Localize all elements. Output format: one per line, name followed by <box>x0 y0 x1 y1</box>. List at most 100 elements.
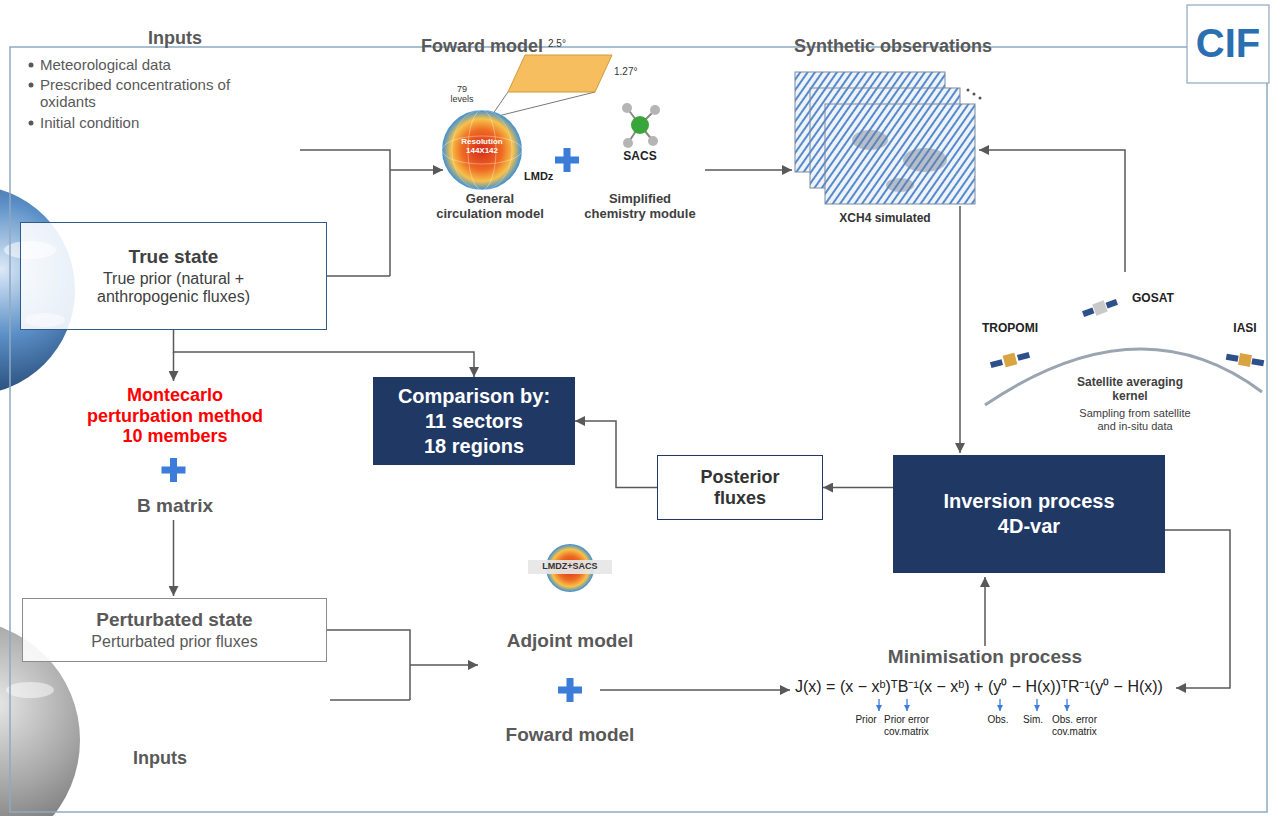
term-label: Obs. <box>987 714 1008 726</box>
group-heading: Inputs <box>148 28 202 49</box>
icon-caption: LMDZ+SACS <box>542 561 597 571</box>
component-label: XCH4 simulated <box>839 212 930 226</box>
component-label: Satellite averaging kernel <box>1074 376 1186 404</box>
group-heading: Synthetic observations <box>794 36 992 57</box>
term-label: Prior <box>855 714 876 726</box>
group-heading: Inputs <box>133 748 187 769</box>
group-heading: B matrix <box>137 495 213 517</box>
plus-symbol <box>558 678 582 702</box>
pointer-arrow <box>1066 699 1067 711</box>
term-label: Sim. <box>1023 714 1043 726</box>
satellite-name: TROPOMI <box>982 322 1038 336</box>
box-text: True prior (natural + anthropogenic flux… <box>71 270 276 307</box>
result-box: Comparison by:11 sectors18 regions <box>373 377 575 465</box>
more-dots <box>973 93 976 96</box>
flow-arrow <box>174 330 475 377</box>
satellite-icon <box>1017 352 1030 361</box>
flow-line <box>390 169 443 171</box>
satellite-icon <box>1081 296 1119 320</box>
list-item: Meteorological data <box>40 56 171 73</box>
adjoint-globe <box>528 544 612 592</box>
flow-line <box>327 275 390 277</box>
group-heading: Minimisation process <box>888 646 1082 668</box>
logo-frame <box>1187 5 1269 83</box>
satellite-name: GOSAT <box>1132 292 1174 306</box>
flow-line <box>600 689 790 691</box>
more-dots <box>967 89 982 100</box>
model-globe <box>452 110 512 190</box>
component-label: General circulation model <box>434 192 546 222</box>
observation-map <box>852 130 888 150</box>
satellite-icon <box>1106 299 1118 308</box>
flow-line <box>327 630 410 700</box>
box-heading: Perturbated state <box>96 609 252 631</box>
molecule-icon <box>650 105 660 115</box>
observation-map <box>886 178 914 192</box>
flow-arrow <box>823 487 893 489</box>
process-box: Inversion process4D-var <box>893 455 1165 573</box>
satellite-icon <box>989 349 1031 371</box>
flow-arrow <box>575 421 657 488</box>
observation-map <box>903 148 947 172</box>
bullet-dot <box>29 121 34 126</box>
box-heading: True state <box>129 246 219 268</box>
box-text: 18 regions <box>424 435 524 458</box>
group-heading: Foward model <box>421 36 543 57</box>
model-globe <box>442 136 522 164</box>
satellite-icon <box>1225 351 1265 369</box>
flow-line <box>330 699 410 701</box>
more-dots <box>967 89 970 92</box>
molecule-icon <box>623 138 633 148</box>
outer-frame <box>10 47 1267 812</box>
box-heading: Comparison by: <box>398 385 550 408</box>
state-box: Perturbated statePerturbated prior fluxe… <box>22 598 327 662</box>
satellite-icon <box>1082 308 1094 317</box>
earth-image-grey <box>6 682 54 698</box>
group-heading: Adjoint model <box>507 630 634 652</box>
model-globe <box>442 110 522 190</box>
icon-caption: LMDz <box>524 170 553 183</box>
icon-caption: Resolution 144X142 <box>454 137 510 155</box>
list-item: Prescribed concentrations of oxidants <box>40 76 280 111</box>
plus-symbol <box>555 148 579 172</box>
state-box: True stateTrue prior (natural + anthropo… <box>20 222 327 330</box>
term-label: Obs. error cov.matrix <box>1052 714 1110 737</box>
box-text: 11 sectors <box>425 410 523 433</box>
term-label: Prior error cov.matrix <box>884 714 942 737</box>
orbit-arc <box>985 349 1262 405</box>
dimension-label: 1.27° <box>614 66 637 78</box>
box-text: Perturbated prior fluxes <box>91 633 257 651</box>
dimension-label: 2.5° <box>548 38 566 50</box>
pointer-arrow <box>879 699 1067 711</box>
adjoint-globe <box>528 560 612 574</box>
flow-line <box>979 150 1125 272</box>
bullet-dot <box>29 83 34 88</box>
bullet-dot <box>29 63 34 68</box>
list-item: Initial condition <box>40 114 139 131</box>
box-text: 4D-var <box>998 515 1060 538</box>
molecule-icon <box>631 116 649 134</box>
pointer-arrow <box>906 699 907 711</box>
satellite-icon <box>990 359 1003 368</box>
note-text: Sampling from satellite and in-situ data <box>1073 407 1198 432</box>
molecule-icon <box>622 103 632 113</box>
component-label: Simplified chemistry module <box>581 192 699 222</box>
satellite-icon <box>1003 353 1018 368</box>
observation-map <box>795 72 975 204</box>
molecule-icon <box>622 103 660 148</box>
icon-caption: SACS <box>623 150 656 164</box>
box-heading: Posterior fluxes <box>680 467 800 508</box>
molecule-icon <box>648 136 658 146</box>
satellite-icon <box>1092 300 1107 315</box>
flow-line <box>959 206 961 453</box>
satellite-name: IASI <box>1233 322 1256 336</box>
group-heading: Foward model <box>506 724 635 746</box>
satellite-icon <box>1238 353 1252 367</box>
plus-symbol <box>162 458 186 482</box>
box-heading: Inversion process <box>943 490 1114 513</box>
satellite-icon <box>1226 354 1239 362</box>
method-label: Montecarlo perturbation method 10 member… <box>80 385 270 447</box>
output-box: Posterior fluxes <box>657 455 823 520</box>
pointer-arrow <box>878 699 879 711</box>
flow-line <box>173 352 175 381</box>
